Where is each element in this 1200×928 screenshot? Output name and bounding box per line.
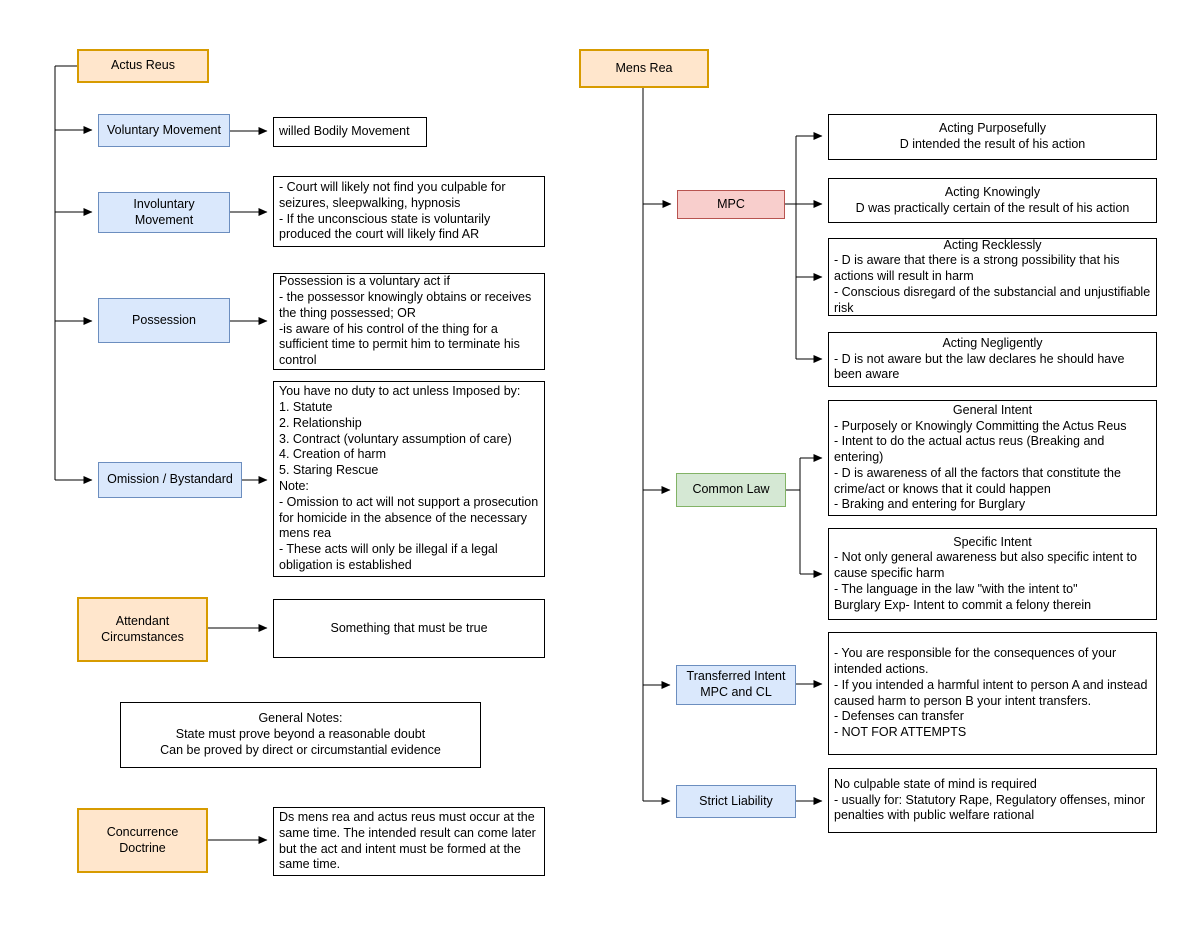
transferred-intent-note: - You are responsible for the consequenc…: [828, 632, 1157, 755]
acting-recklessly-text: - D is aware that there is a strong poss…: [834, 253, 1151, 315]
acting-recklessly-title: Acting Recklessly: [943, 238, 1042, 252]
common-law-node: Common Law: [676, 473, 786, 507]
omission-bystandard-node: Omission / Bystandard: [98, 462, 242, 498]
actus-reus-node: Actus Reus: [77, 49, 209, 83]
willed-movement-text: willed Bodily Movement: [279, 124, 410, 139]
mens-rea-node: Mens Rea: [579, 49, 709, 88]
actus-reus-label: Actus Reus: [111, 58, 175, 73]
transferred-intent-node: Transferred Intent MPC and CL: [676, 665, 796, 705]
mpc-node: MPC: [677, 190, 785, 219]
strict-liability-text: No culpable state of mind is required - …: [834, 776, 1146, 823]
possession-note: Possession is a voluntary act if - the p…: [273, 273, 545, 370]
concurrence-doctrine-note: Ds mens rea and actus reus must occur at…: [273, 807, 545, 876]
acting-knowingly-note: Acting Knowingly D was practically certa…: [828, 178, 1157, 223]
concurrence-doctrine-node: Concurrence Doctrine: [77, 808, 208, 873]
general-intent-title: General Intent: [952, 402, 1033, 417]
involuntary-movement-label: Involuntary Movement: [133, 196, 195, 227]
concurrence-doctrine-text: Ds mens rea and actus reus must occur at…: [279, 809, 536, 872]
mpc-label: MPC: [717, 196, 745, 211]
omission-bystandard-text: You have no duty to act unless Imposed b…: [279, 384, 539, 572]
possession-node: Possession: [98, 298, 230, 343]
acting-recklessly-note: Acting Recklessly - D is aware that ther…: [828, 238, 1157, 316]
acting-negligently-title: Acting Negligently: [942, 335, 1043, 350]
transferred-intent-label: Transferred Intent MPC and CL: [686, 669, 786, 699]
strict-liability-label: Strict Liability: [699, 793, 773, 808]
acting-purposefully-note: Acting Purposefully D intended the resul…: [828, 114, 1157, 160]
general-notes-text: General Notes: State must prove beyond a…: [160, 711, 441, 757]
voluntary-movement-label: Voluntary Movement: [107, 122, 221, 137]
voluntary-movement-node: Voluntary Movement: [98, 114, 230, 147]
general-notes-box: General Notes: State must prove beyond a…: [120, 702, 481, 768]
acting-knowingly-text: D was practically certain of the result …: [855, 200, 1130, 215]
acting-negligently-text: - D is not aware but the law declares he…: [834, 351, 1125, 382]
common-law-label: Common Law: [692, 482, 770, 497]
omission-bystandard-note: You have no duty to act unless Imposed b…: [273, 381, 545, 577]
strict-liability-note: No culpable state of mind is required - …: [828, 768, 1157, 833]
concurrence-doctrine-label: Concurrence Doctrine: [106, 824, 179, 855]
possession-text: Possession is a voluntary act if - the p…: [279, 274, 532, 368]
general-intent-note: General Intent - Purposely or Knowingly …: [828, 400, 1157, 516]
attendant-circumstances-note: Something that must be true: [273, 599, 545, 658]
specific-intent-title: Specific Intent: [953, 534, 1032, 549]
transferred-intent-text: - You are responsible for the consequenc…: [834, 646, 1148, 740]
involuntary-movement-node: Involuntary Movement: [98, 192, 230, 233]
general-intent-text: - Purposely or Knowingly Committing the …: [834, 418, 1127, 512]
acting-purposefully-title: Acting Purposefully: [938, 121, 1046, 136]
involuntary-movement-text: - Court will likely not find you culpabl…: [279, 179, 506, 242]
willed-movement-note: willed Bodily Movement: [273, 117, 427, 147]
possession-label: Possession: [132, 312, 196, 327]
specific-intent-text: - Not only general awareness but also sp…: [834, 550, 1137, 612]
strict-liability-node: Strict Liability: [676, 785, 796, 818]
attendant-circumstances-text: Something that must be true: [330, 620, 488, 635]
acting-purposefully-text: D intended the result of his action: [899, 137, 1086, 151]
mens-rea-label: Mens Rea: [615, 60, 673, 75]
attendant-circumstances-label: Attendant Circumstances: [101, 613, 184, 644]
acting-negligently-note: Acting Negligently - D is not aware but …: [828, 332, 1157, 387]
acting-knowingly-title: Acting Knowingly: [944, 184, 1041, 199]
omission-bystandard-label: Omission / Bystandard: [107, 472, 233, 487]
involuntary-movement-note: - Court will likely not find you culpabl…: [273, 176, 545, 247]
specific-intent-note: Specific Intent - Not only general aware…: [828, 528, 1157, 620]
attendant-circumstances-node: Attendant Circumstances: [77, 597, 208, 662]
